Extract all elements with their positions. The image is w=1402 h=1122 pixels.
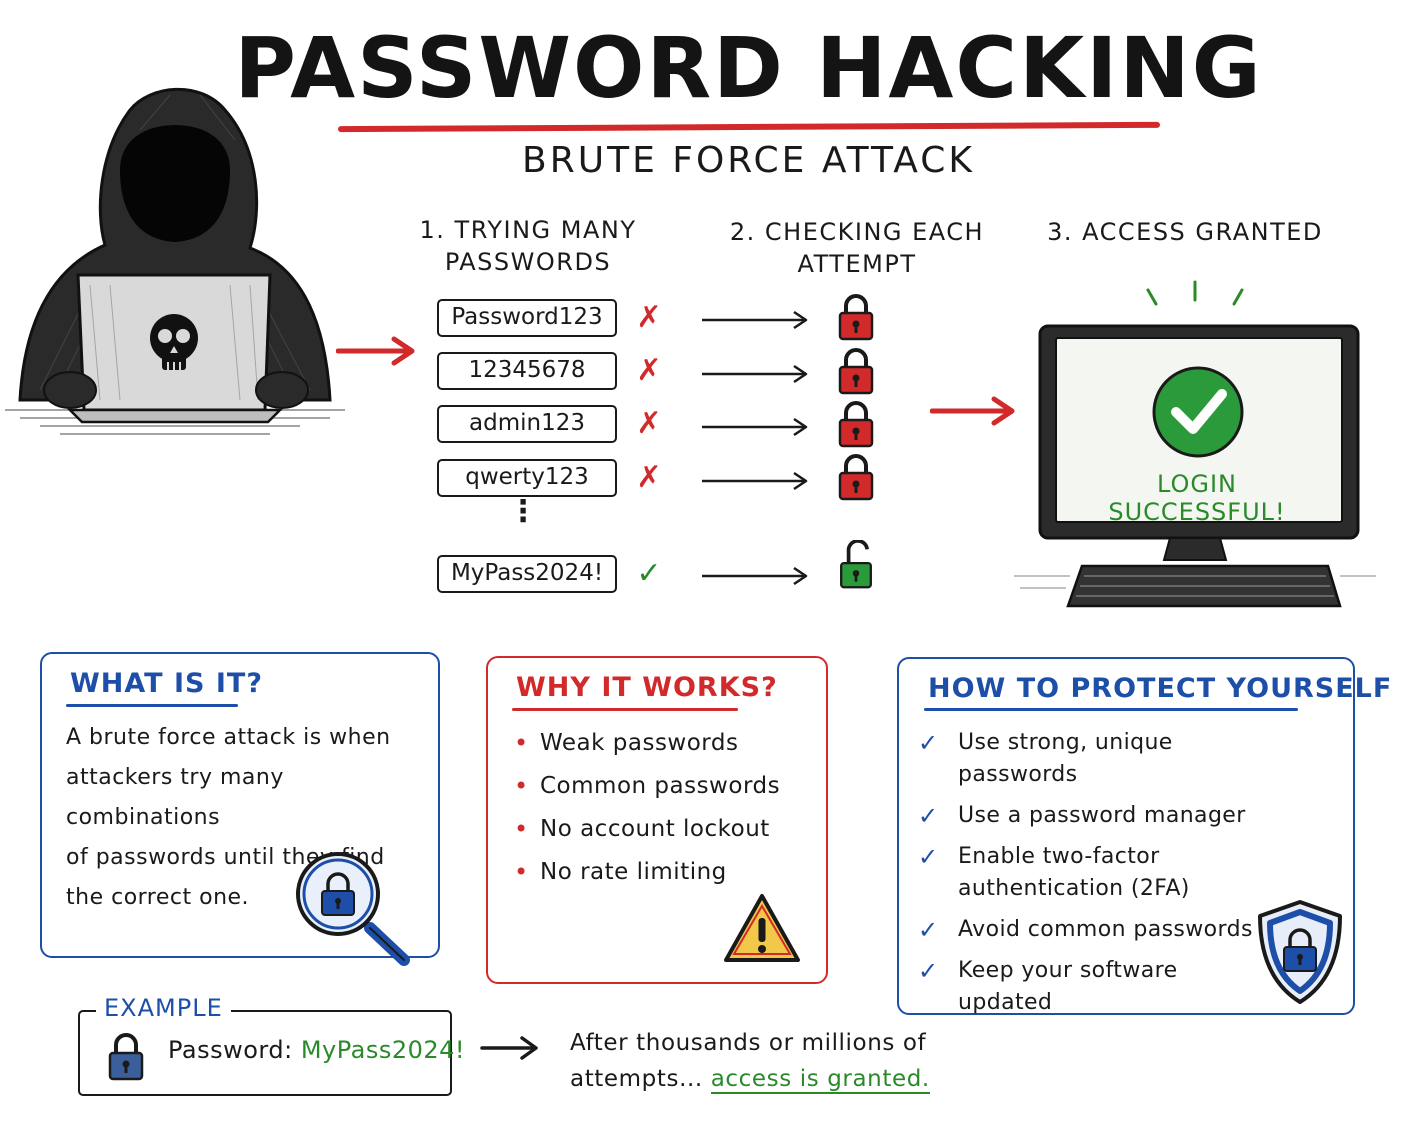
arrow-right-icon	[480, 1036, 538, 1060]
page-title: PASSWORD HACKING	[234, 19, 1263, 117]
how-to-protect-list: ✓Use strong, unique passwords ✓Use a pas…	[918, 727, 1278, 1028]
list-item: No rate limiting	[514, 851, 814, 894]
computer-monitor-icon	[1014, 280, 1376, 608]
how-to-protect-title: HOW TO PROTECT YOURSELF	[928, 673, 1393, 704]
example-password: Password: MyPass2024!	[168, 1036, 466, 1064]
login-successful-message: LOGIN SUCCESSFUL!	[1108, 470, 1286, 526]
flow-arrow-icon	[930, 396, 1015, 426]
step-3-heading: 3. ACCESS GRANTED	[1047, 218, 1323, 246]
password-attempt: Password123	[437, 299, 617, 337]
password-attempt-success: MyPass2024!	[437, 555, 617, 593]
access-granted-text: access is granted.	[710, 1066, 930, 1094]
list-item: No account lockout	[514, 808, 814, 851]
step-1-heading: 1. TRYING MANY PASSWORDS	[419, 216, 637, 276]
list-item: Weak passwords	[514, 722, 814, 765]
list-item: ✓Use strong, unique passwords	[918, 729, 1173, 787]
arrow-right-icon	[702, 364, 808, 384]
arrow-right-icon	[702, 471, 808, 491]
why-it-works-title: WHY IT WORKS?	[516, 672, 778, 703]
magnifier-lock-icon	[296, 852, 410, 966]
fail-x-icon: ✗	[636, 406, 662, 441]
flow-arrow-icon	[336, 336, 415, 366]
more-attempts-dots: ⋮	[508, 494, 538, 529]
success-check-icon: ✓	[636, 556, 662, 591]
skull-icon	[150, 314, 198, 370]
list-item: ✓Enable two-factor authentication (2FA)	[918, 843, 1190, 901]
arrow-right-icon	[702, 310, 808, 330]
lock-closed-icon	[838, 454, 874, 501]
list-item: ✓Keep your software updated	[918, 957, 1178, 1015]
example-label: EXAMPLE	[96, 994, 231, 1022]
password-attempt: admin123	[437, 405, 617, 443]
password-attempt: qwerty123	[437, 459, 617, 497]
list-item: Common passwords	[514, 765, 814, 808]
check-icon: ✓	[918, 957, 939, 985]
title-underline	[337, 121, 1161, 133]
check-icon: ✓	[918, 843, 939, 871]
step-2-heading: 2. CHECKING EACH ATTEMPT	[729, 218, 985, 278]
what-is-it-title: WHAT IS IT?	[70, 668, 264, 699]
fail-x-icon: ✗	[636, 460, 662, 495]
warning-triangle-icon	[724, 894, 800, 962]
check-icon: ✓	[918, 729, 939, 757]
list-item: ✓Avoid common passwords	[918, 916, 1253, 944]
page-subtitle: BRUTE FORCE ATTACK	[522, 140, 975, 181]
list-item: ✓Use a password manager	[918, 802, 1246, 830]
example-result-text: After thousands or millions of attempts.…	[570, 1030, 930, 1094]
lock-closed-icon	[838, 294, 874, 341]
title-underline	[924, 708, 1298, 711]
arrow-right-icon	[702, 566, 808, 586]
password-attempt: 12345678	[437, 352, 617, 390]
check-circle-icon	[1152, 366, 1244, 458]
lock-closed-icon	[108, 1033, 144, 1081]
hooded-hacker-icon	[5, 87, 345, 435]
shield-lock-icon	[1258, 900, 1342, 1004]
lock-closed-icon	[838, 401, 874, 448]
check-icon: ✓	[918, 802, 939, 830]
title-underline	[512, 708, 738, 711]
check-icon: ✓	[918, 916, 939, 944]
lock-open-icon	[840, 540, 872, 589]
fail-x-icon: ✗	[636, 300, 662, 335]
title-underline	[66, 704, 238, 707]
lock-closed-icon	[838, 348, 874, 395]
fail-x-icon: ✗	[636, 353, 662, 388]
why-it-works-list: Weak passwords Common passwords No accou…	[514, 722, 814, 894]
arrow-right-icon	[702, 417, 808, 437]
